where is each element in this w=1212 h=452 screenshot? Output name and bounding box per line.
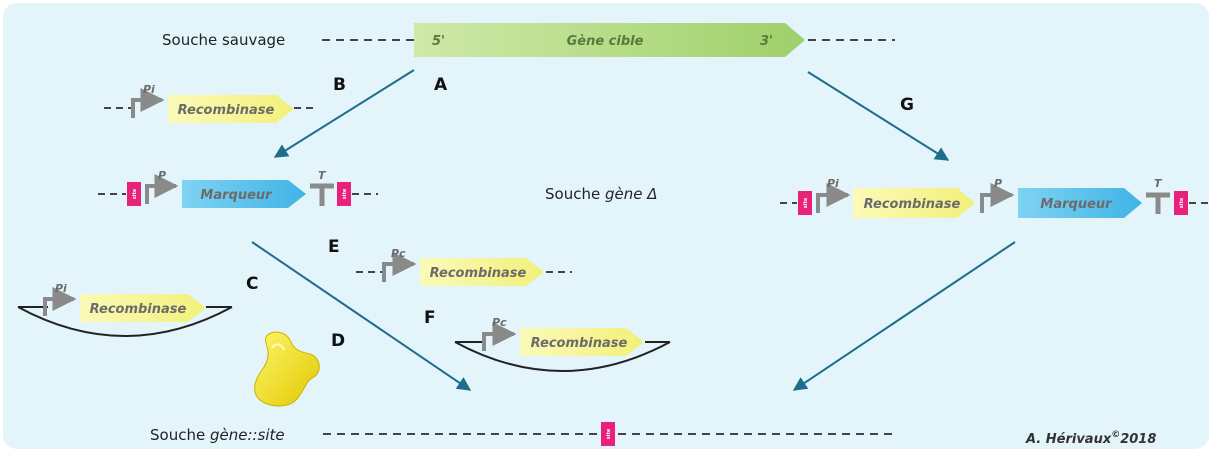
- credit-year: 2018: [1120, 432, 1156, 447]
- recombinase-gene-arrow: [80, 294, 206, 322]
- target-gene-arrow: [414, 23, 805, 57]
- plasmid-backbone: [454, 341, 671, 372]
- promoter-pi-label: Pi: [827, 177, 839, 190]
- marker-label: Marqueur: [1040, 197, 1113, 212]
- target-gene-label: Gène cible: [567, 34, 644, 49]
- recombinase-label: Recombinase: [430, 266, 527, 281]
- promoter-pi-label: Pi: [55, 282, 67, 295]
- promoter-icon: [131, 88, 165, 118]
- promoter-pc-label: Pc: [492, 316, 507, 329]
- promoter-pi-label: Pi: [143, 83, 155, 96]
- site-label: site: [1179, 197, 1185, 208]
- step-letter-f: F: [424, 308, 436, 328]
- flow-arrow: [251, 241, 472, 391]
- promoter-icon: [43, 287, 77, 316]
- recombinase-label: Recombinase: [864, 197, 961, 212]
- recombinase-gene-arrow: [168, 95, 294, 123]
- recombinase-gene-arrow: [520, 328, 644, 356]
- promoter-icon: [145, 174, 179, 204]
- author-credit: A. Hérivaux©2018: [1025, 430, 1156, 447]
- site-strain-gene: gène::site: [210, 426, 285, 444]
- deleted-strain-gene: gène Δ: [605, 185, 658, 203]
- site-label: site: [132, 188, 138, 199]
- marker-gene-arrow: [1018, 188, 1142, 218]
- recombinase-label: Recombinase: [178, 103, 275, 118]
- step-letter-c: C: [246, 274, 258, 294]
- site-label: site: [606, 428, 612, 439]
- protein-highlight: [271, 343, 285, 351]
- marker-gene-arrow: [182, 180, 306, 208]
- recombination-site-box: [1174, 191, 1188, 215]
- step-letter-a: A: [434, 75, 448, 95]
- flow-arrow: [792, 241, 1016, 391]
- recombinase-gene-arrow: [853, 188, 975, 218]
- promoter-icon: [980, 183, 1015, 213]
- flow-arrow: [807, 71, 950, 161]
- step-letter-d: D: [331, 331, 345, 351]
- promoter-icon: [816, 183, 851, 213]
- terminator-label: T: [1154, 177, 1163, 190]
- site-label: site: [342, 188, 348, 199]
- recombinase-label: Recombinase: [90, 302, 187, 317]
- promoter-p-label: P: [994, 177, 1002, 190]
- terminator-label: T: [318, 169, 327, 182]
- terminator-icon: [310, 183, 334, 206]
- recombinase-protein-blob: [254, 331, 320, 407]
- site-strain-prefix: Souche: [150, 426, 210, 444]
- recombination-site-box: [337, 182, 351, 206]
- deleted-strain-label: Souche gène Δ: [545, 185, 657, 203]
- three-prime-label: 3': [760, 34, 773, 49]
- promoter-p-label: P: [158, 169, 166, 182]
- flow-arrow: [273, 69, 415, 158]
- site-strain-label: Souche gène::site: [150, 426, 285, 444]
- credit-author: A. Hérivaux: [1025, 432, 1112, 447]
- promoter-icon: [382, 252, 417, 282]
- recombinase-gene-arrow: [420, 258, 544, 286]
- step-letter-e: E: [328, 237, 340, 257]
- recombination-site-box: [798, 191, 812, 215]
- deleted-strain-prefix: Souche: [545, 185, 605, 203]
- recombination-site-box: [127, 182, 141, 206]
- marker-label: Marqueur: [200, 188, 273, 203]
- terminator-icon: [1146, 192, 1170, 214]
- five-prime-label: 5': [432, 34, 445, 49]
- background-panel: [3, 3, 1209, 449]
- recombinase-label: Recombinase: [531, 336, 628, 351]
- promoter-pc-label: Pc: [391, 247, 406, 260]
- wild-type-label: Souche sauvage: [162, 31, 285, 49]
- promoter-icon: [482, 322, 517, 351]
- credit-copyright: ©: [1111, 430, 1120, 440]
- step-letter-b: B: [333, 75, 346, 95]
- site-label: site: [803, 197, 809, 208]
- step-letter-g: G: [900, 95, 914, 115]
- recombination-site-box: [601, 422, 615, 446]
